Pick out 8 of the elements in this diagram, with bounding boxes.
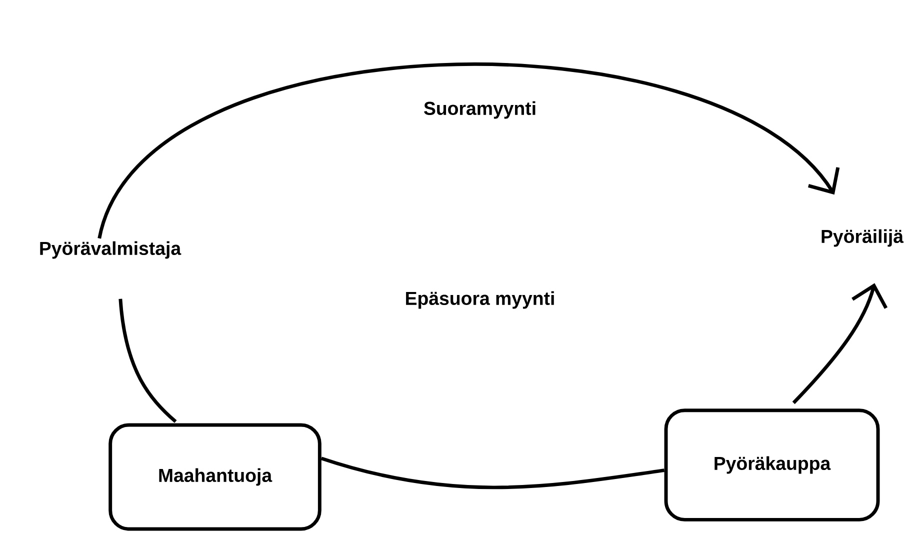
text-label: Epäsuora myynti (406, 291, 554, 309)
rounded-box: Maahantuoja (108, 423, 322, 531)
node-label: Pyöräilijä (822, 229, 904, 247)
rounded-box: Pyöräkauppa (664, 408, 880, 522)
arrow (792, 283, 888, 404)
node-label: Pyörävalmistaja (40, 241, 182, 259)
edge-label: Suoramyynti (424, 101, 536, 119)
arrow (98, 63, 840, 240)
